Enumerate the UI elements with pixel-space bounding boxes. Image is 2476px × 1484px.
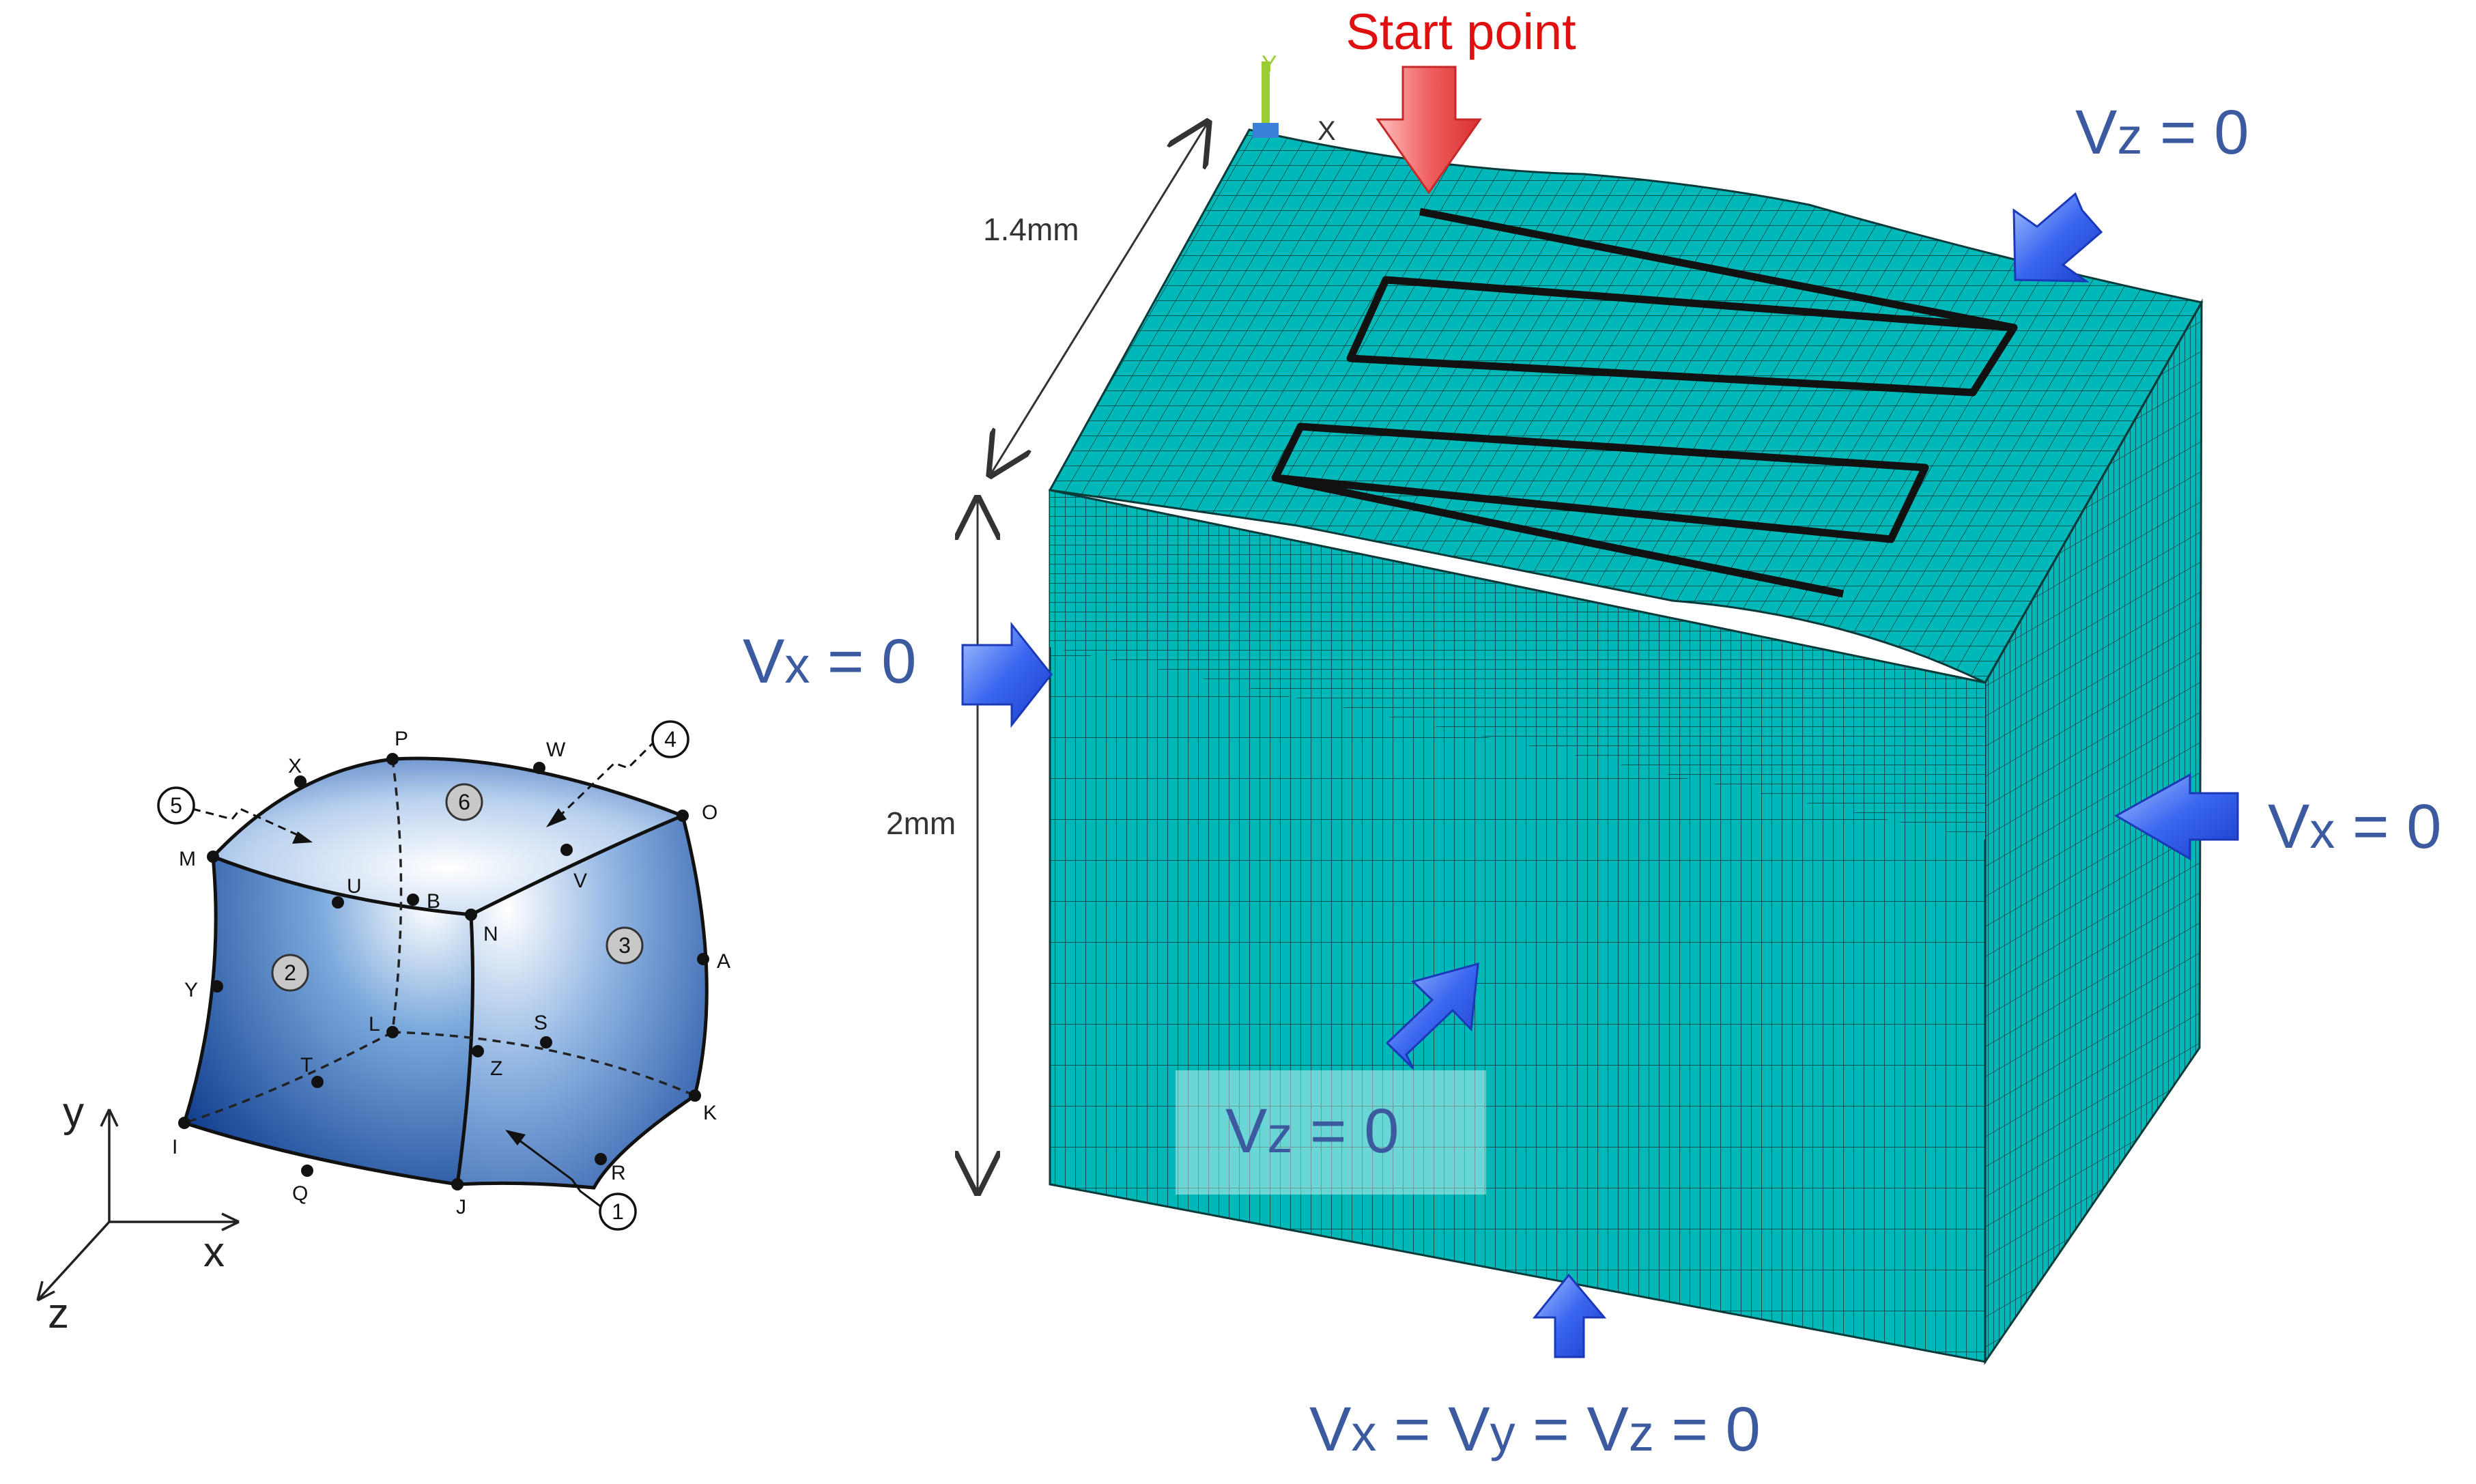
node-label-Y: Y — [184, 979, 198, 1001]
node-dot-K — [689, 1089, 701, 1102]
node-dot-M — [207, 851, 219, 863]
mesh-front-refined-band — [1050, 490, 1985, 840]
node-dot-Q — [301, 1165, 313, 1177]
node-label-O: O — [702, 801, 717, 824]
scan-track-1 — [1419, 208, 2015, 332]
node-dot-S — [540, 1036, 552, 1048]
node-label-I: I — [172, 1136, 177, 1158]
bc-arrow-front — [1385, 962, 1479, 1070]
hidden-edge-right — [392, 1031, 696, 1097]
node-dot-I — [178, 1117, 190, 1129]
node-dot-J — [451, 1178, 464, 1190]
scan-track-loop-1 — [1346, 276, 2018, 397]
svg-text:2: 2 — [284, 960, 296, 985]
node-label-T: T — [300, 1054, 313, 1076]
svg-text:6: 6 — [458, 790, 470, 814]
node-dot-P — [386, 753, 399, 765]
triad-origin — [1253, 123, 1279, 138]
node-dot-U — [332, 896, 344, 909]
node-label-L: L — [369, 1013, 380, 1036]
global-triad: Y X — [1253, 51, 1336, 146]
hidden-edge-vertical — [391, 758, 403, 1033]
mesh-top-edge — [1049, 302, 2203, 684]
triad-label-y: Y — [1262, 51, 1277, 77]
bc-front-label-box — [1176, 1070, 1486, 1195]
face-marker-5: 5 — [157, 786, 313, 844]
node-label-J: J — [456, 1196, 466, 1218]
bc-arrow-bottom — [1532, 1273, 1607, 1358]
node-dot-R — [595, 1153, 607, 1165]
svg-text:4: 4 — [664, 727, 677, 752]
node-label-M: M — [179, 848, 196, 870]
bc-label-bottom: Vx = Vy = Vz = 0 — [1309, 1395, 1761, 1464]
face-marker-4: 4 — [546, 720, 689, 827]
node-dot-W — [533, 762, 545, 774]
node-label-A: A — [717, 950, 730, 973]
face-marker-1: 1 — [505, 1130, 637, 1231]
scan-track-last — [1274, 474, 1845, 598]
axis-label-x: x — [203, 1229, 225, 1276]
node-dot-T — [311, 1076, 324, 1088]
hidden-edge-left — [184, 1031, 393, 1124]
element-right-face — [455, 813, 709, 1190]
brick-element: P X W M O U B N V Y A L S T Z K I R Q J … — [36, 720, 730, 1337]
face-marker-6: 6 — [445, 783, 483, 821]
node-label-B: B — [427, 890, 440, 913]
bc-label-front: Vz = 0 — [1225, 1096, 1399, 1166]
face-marker-2: 2 — [271, 954, 309, 992]
bc-label-right: Vx = 0 — [2268, 792, 2441, 861]
node-label-K: K — [703, 1102, 717, 1124]
node-label-Q: Q — [292, 1182, 308, 1205]
node-dot-V — [560, 844, 573, 856]
axis-label-y: y — [63, 1089, 84, 1136]
triad-y-axis — [1262, 61, 1270, 130]
node-dot-X — [294, 775, 307, 788]
scan-path — [1271, 208, 2018, 598]
svg-text:5: 5 — [170, 793, 182, 818]
node-dot-N — [465, 909, 477, 921]
dimension-depth-label: 1.4mm — [983, 212, 1079, 247]
mesh-block — [1048, 128, 2204, 1365]
node-label-R: R — [611, 1162, 626, 1184]
node-label-Z: Z — [490, 1057, 502, 1080]
dimension-height: 2mm — [886, 495, 978, 1196]
bc-label-left: Vx = 0 — [743, 627, 916, 696]
face-marker-3: 3 — [606, 926, 644, 965]
axis-label-z: z — [48, 1290, 69, 1337]
node-label-W: W — [546, 739, 566, 761]
start-point-label: Start point — [1346, 3, 1576, 60]
node-label-U: U — [347, 875, 362, 898]
scan-track-loop-2 — [1271, 423, 1929, 543]
start-point-arrow — [1376, 66, 1482, 195]
start-point-marker: Start point — [1346, 3, 1576, 195]
node-label-S: S — [534, 1012, 547, 1034]
node-label-P: P — [395, 728, 408, 750]
dimension-depth: 1.4mm — [983, 119, 1210, 478]
bc-arrow-right — [2114, 773, 2239, 861]
node-label-X: X — [288, 755, 302, 777]
node-dot-Y — [211, 980, 223, 993]
dimension-height-label: 2mm — [886, 805, 956, 841]
node-label-V: V — [573, 870, 587, 892]
node-dot-O — [677, 810, 689, 822]
bc-arrow-left — [961, 621, 1053, 728]
element-axes — [36, 1109, 240, 1302]
node-dot-L — [386, 1026, 399, 1038]
node-dot-Z — [472, 1045, 484, 1057]
node-dot-B — [407, 894, 419, 906]
bc-label-top-right: Vz = 0 — [2075, 98, 2249, 167]
svg-text:3: 3 — [618, 933, 631, 958]
node-dot-A — [697, 953, 709, 965]
bc-arrow-top-right — [2012, 192, 2103, 283]
triad-label-x: X — [1318, 116, 1336, 146]
node-label-N: N — [483, 923, 498, 945]
svg-text:1: 1 — [612, 1199, 624, 1224]
